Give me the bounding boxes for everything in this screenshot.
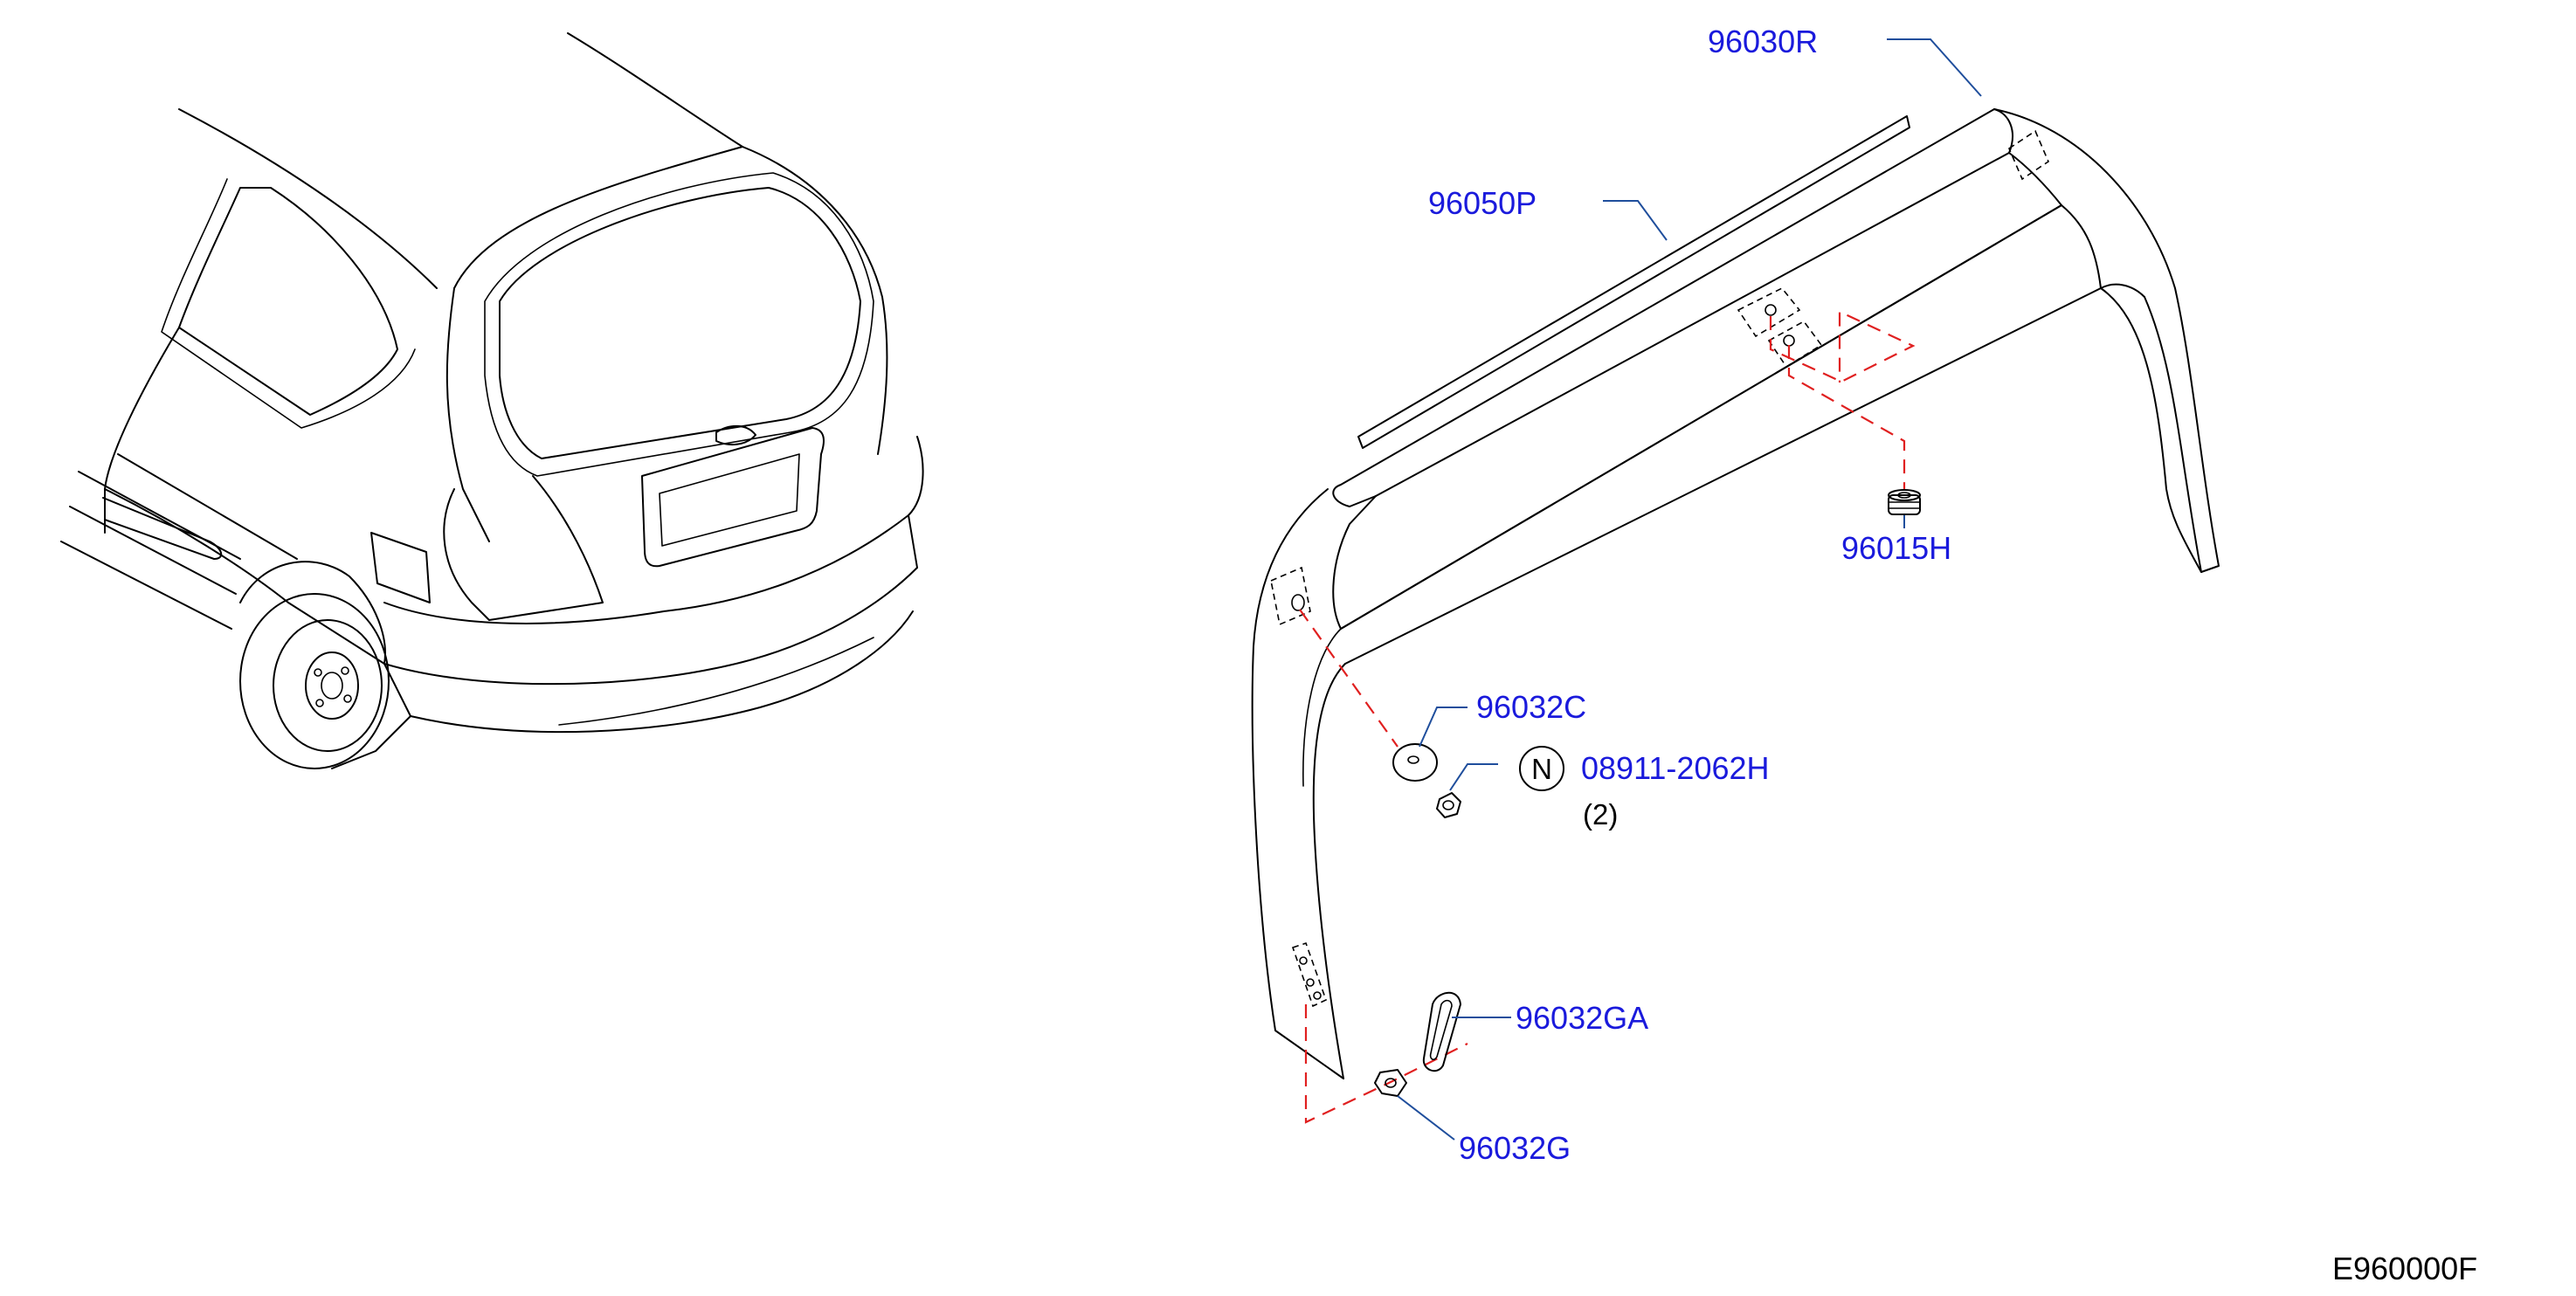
label-96032G[interactable]: 96032G	[1459, 1130, 1571, 1166]
mounting-lines	[1299, 310, 1916, 1124]
grommet-96015H	[1888, 489, 1921, 515]
seal-strip-shape	[1357, 115, 1910, 449]
clip-96032GA	[1422, 991, 1461, 1072]
label-96050P[interactable]: 96050P	[1428, 185, 1537, 221]
label-08911-2062H[interactable]: 08911-2062H	[1581, 750, 1770, 786]
nut-symbol-letter: N	[1531, 753, 1552, 785]
label-96015H[interactable]: 96015H	[1841, 530, 1951, 566]
label-96032C[interactable]: 96032C	[1476, 689, 1586, 725]
label-96030R[interactable]: 96030R	[1708, 24, 1818, 59]
drawing-id: E960000F	[2332, 1251, 2477, 1286]
spoiler-illustration	[1251, 108, 2220, 1079]
cap-96032C	[1392, 743, 1438, 782]
nut-08911-2062H	[1436, 792, 1461, 818]
nut-quantity: (2)	[1583, 798, 1618, 831]
car-rear-illustration	[60, 32, 924, 769]
leader-lines	[1397, 38, 1982, 1141]
label-96032GA[interactable]: 96032GA	[1516, 1000, 1648, 1036]
nut-symbol: N	[1519, 746, 1564, 791]
